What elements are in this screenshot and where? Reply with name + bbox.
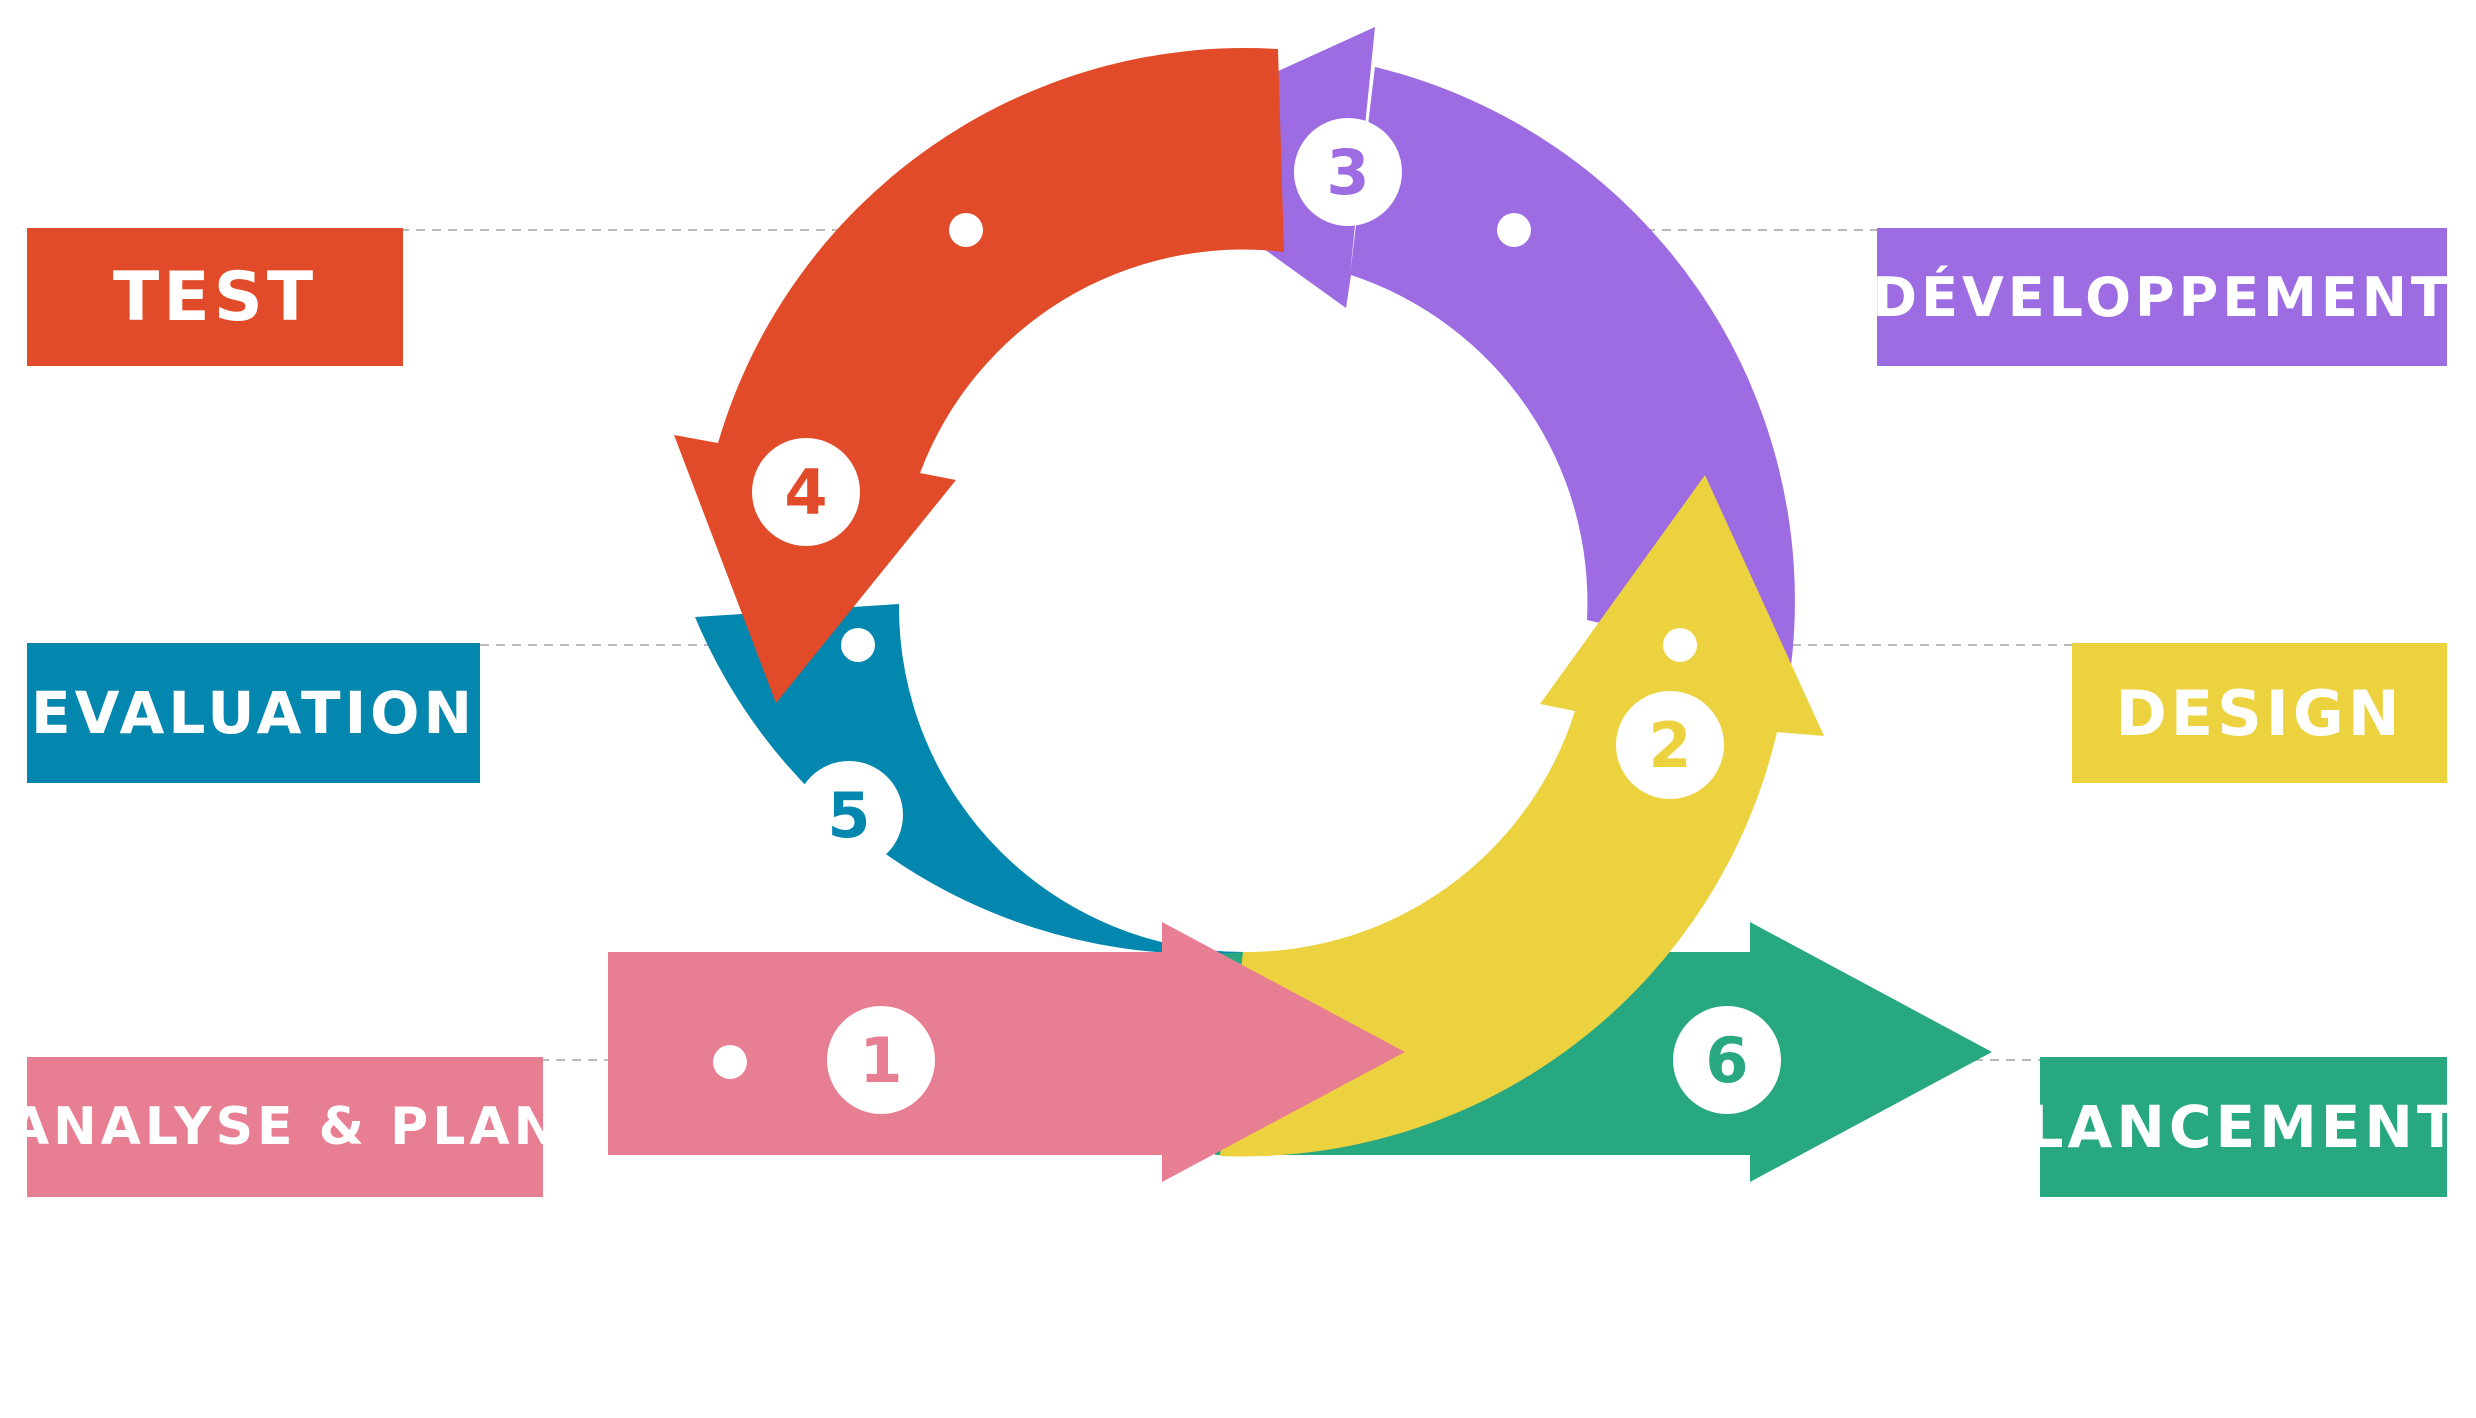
dot-evaluation <box>841 628 875 662</box>
label-lancement: LANCEMENT <box>2040 1057 2447 1197</box>
label-analyse-plan: ANALYSE & PLAN <box>27 1057 543 1197</box>
arc-evaluation <box>695 604 1247 954</box>
dot-developpement <box>1497 213 1531 247</box>
dot-test <box>949 213 983 247</box>
label-design: DESIGN <box>2072 643 2447 783</box>
badge-number-3: 3 <box>1326 136 1369 209</box>
label-evaluation: EVALUATION <box>27 643 480 783</box>
badge-number-1: 1 <box>859 1024 902 1097</box>
badge-number-6: 6 <box>1705 1024 1748 1097</box>
badge-3: 3 <box>1294 118 1402 226</box>
arc-test <box>674 48 1284 703</box>
badge-number-4: 4 <box>784 456 827 529</box>
badge-1: 1 <box>827 1006 935 1114</box>
badge-number-2: 2 <box>1648 709 1691 782</box>
arrow-analyse <box>608 922 1405 1182</box>
connector-dots <box>713 213 1697 1079</box>
connector-lines <box>400 229 2080 1061</box>
label-test: TEST <box>27 228 403 366</box>
badge-4: 4 <box>752 438 860 546</box>
badge-6: 6 <box>1673 1006 1781 1114</box>
label-developpement: DÉVELOPPEMENT <box>1877 228 2447 366</box>
arc-developpement <box>1118 27 1795 666</box>
badge-5: 5 <box>795 761 903 869</box>
dot-analyse <box>713 1045 747 1079</box>
badge-number-5: 5 <box>827 779 870 852</box>
dot-design <box>1663 628 1697 662</box>
badge-2: 2 <box>1616 691 1724 799</box>
